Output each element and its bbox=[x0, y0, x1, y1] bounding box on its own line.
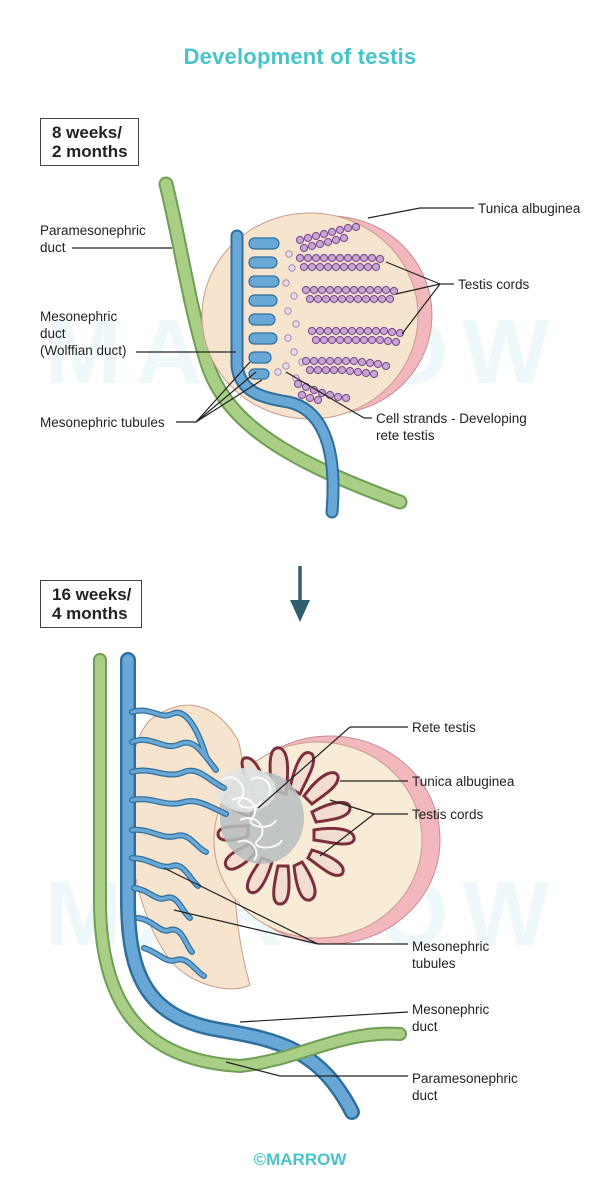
cord-row bbox=[295, 222, 361, 253]
label-mesonephric-duct-2: Mesonephric duct bbox=[412, 1002, 490, 1034]
stage2-leader-lines bbox=[163, 726, 409, 1077]
cord-row bbox=[295, 253, 385, 272]
stage1-age-line2: 2 months bbox=[52, 142, 128, 161]
page-title: Development of testis bbox=[183, 44, 417, 69]
stage2-age-line1: 16 weeks/ bbox=[52, 585, 132, 604]
stage2-rete-testis bbox=[216, 768, 304, 864]
label-mesonephric-tubules: Mesonephric tubules bbox=[40, 415, 165, 430]
stage1-testis-cords bbox=[293, 222, 405, 405]
label-testis-cords-2: Testis cords bbox=[412, 807, 484, 822]
stage1-mesonephric-tubules bbox=[248, 237, 280, 380]
stage2-illustration bbox=[93, 652, 441, 1120]
stage2-age-line2: 4 months bbox=[52, 604, 128, 623]
cord-row bbox=[301, 285, 399, 304]
stage2-age-box: 16 weeks/ 4 months bbox=[40, 580, 143, 628]
label-tunica-albuginea-2: Tunica albuginea bbox=[412, 774, 515, 789]
cord-row bbox=[301, 356, 391, 379]
down-arrow-icon bbox=[290, 566, 310, 622]
marrow-logo: ©MARROW bbox=[253, 1150, 347, 1169]
label-mesonephric-duct: Mesonephric duct (Wolffian duct) bbox=[40, 309, 127, 358]
stage1-leader-lines bbox=[72, 207, 474, 423]
cord-row bbox=[307, 326, 405, 347]
label-tunica-albuginea: Tunica albuginea bbox=[478, 201, 581, 216]
stage1-age-line1: 8 weeks/ bbox=[52, 123, 122, 142]
label-cell-strands: Cell strands - Developing rete testis bbox=[376, 411, 527, 443]
label-paramesonephric-duct-2: Paramesonephric duct bbox=[412, 1071, 518, 1103]
label-paramesonephric-duct: Paramesonephric duct bbox=[40, 223, 146, 255]
label-mesonephric-tubules-2: Mesonephric tubules bbox=[412, 939, 490, 971]
label-testis-cords: Testis cords bbox=[458, 277, 530, 292]
stage1-age-box: 8 weeks/ 2 months bbox=[40, 118, 139, 166]
label-rete-testis: Rete testis bbox=[412, 720, 476, 735]
stage1-illustration bbox=[72, 176, 474, 519]
